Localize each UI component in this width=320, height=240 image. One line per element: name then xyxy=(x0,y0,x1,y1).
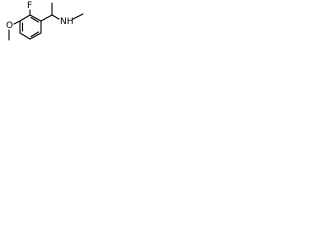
fluorine-label: F xyxy=(27,1,32,11)
ring-double-bond xyxy=(30,31,40,38)
ring-bond xyxy=(19,32,31,40)
benzene-ring xyxy=(19,14,42,40)
ring-double-bond xyxy=(30,16,40,23)
ring-ch-bond xyxy=(40,14,53,22)
n-methyl-bond xyxy=(72,13,84,20)
ring-bond xyxy=(19,14,31,22)
oxygen-label: O xyxy=(6,21,13,31)
ring-bond xyxy=(29,14,42,22)
c-o-bond xyxy=(13,20,21,25)
molecule-structure: F O NH xyxy=(6,1,84,41)
amine-label: NH xyxy=(60,17,74,27)
ch-n-bond xyxy=(51,14,60,20)
ring-bond xyxy=(29,32,42,40)
